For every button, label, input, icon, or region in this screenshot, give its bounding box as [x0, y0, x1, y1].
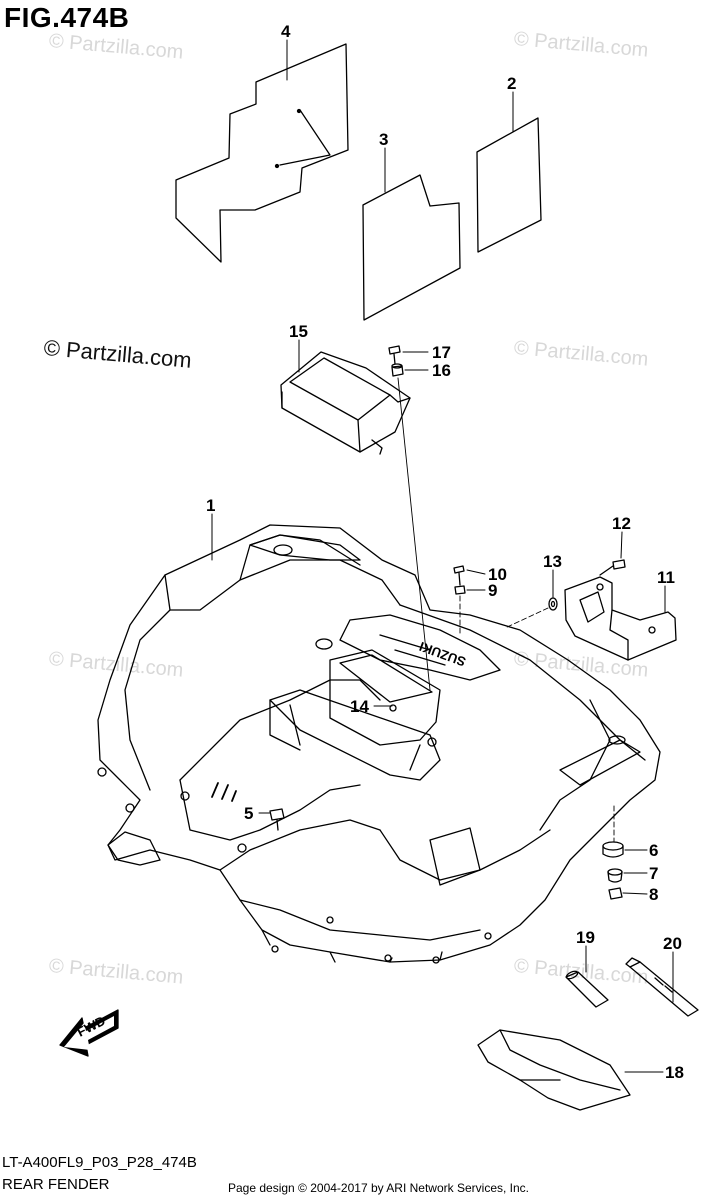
callout-5: 5 [244, 804, 253, 823]
bolt-part-5 [269, 808, 285, 831]
nut-part-9 [454, 585, 466, 595]
leader-dash [397, 377, 431, 691]
nut-part-16 [391, 363, 404, 377]
leader-lines [211, 39, 674, 1073]
decal-part-3 [362, 174, 461, 321]
callout-11: 11 [657, 568, 675, 587]
bolt-part-8 [608, 887, 623, 900]
bracket-part-11 [564, 576, 677, 661]
screw-part-12 [599, 559, 626, 576]
box-part-14 [329, 649, 441, 746]
figure-name: REAR FENDER [2, 1176, 110, 1193]
callout-2: 2 [507, 74, 516, 93]
screw-part-10 [453, 565, 465, 586]
collar-part-7 [607, 868, 623, 883]
callout-20: 20 [663, 934, 682, 953]
callout-9: 9 [488, 581, 497, 600]
page-credit: Page design © 2004-2017 by ARI Network S… [228, 1181, 530, 1195]
decal-part-4 [175, 43, 349, 263]
callout-13: 13 [543, 552, 562, 571]
decal-part-2 [476, 117, 542, 253]
bolt-part-17 [388, 345, 401, 365]
callout-8: 8 [649, 885, 658, 904]
model-code: LT-A400FL9_P03_P28_474B [2, 1154, 197, 1171]
callout-6: 6 [649, 841, 658, 860]
callout-3: 3 [379, 130, 388, 149]
forward-direction-arrow: FWD [59, 1009, 119, 1057]
callout-7: 7 [649, 864, 658, 883]
callout-1: 1 [206, 496, 215, 515]
cover-part-18 [477, 1029, 631, 1111]
pin-part-19 [565, 970, 609, 1008]
figure-title: FIG.474B [4, 2, 130, 33]
washer-part-13 [548, 597, 558, 611]
callout-12: 12 [612, 514, 631, 533]
callout-10: 10 [488, 565, 507, 584]
callout-16: 16 [432, 361, 451, 380]
callout-15: 15 [289, 322, 308, 341]
tray-part-15 [280, 351, 411, 455]
callout-17: 17 [432, 343, 451, 362]
callout-19: 19 [576, 928, 595, 947]
grommet-part-6 [602, 841, 624, 858]
callout-18: 18 [665, 1063, 684, 1082]
callout-14: 14 [350, 697, 369, 716]
callout-numbers: 4 2 3 15 17 16 1 10 9 12 13 11 14 5 6 7 … [206, 22, 684, 1082]
tool-part-20 [625, 957, 699, 1017]
callout-4: 4 [281, 22, 291, 41]
